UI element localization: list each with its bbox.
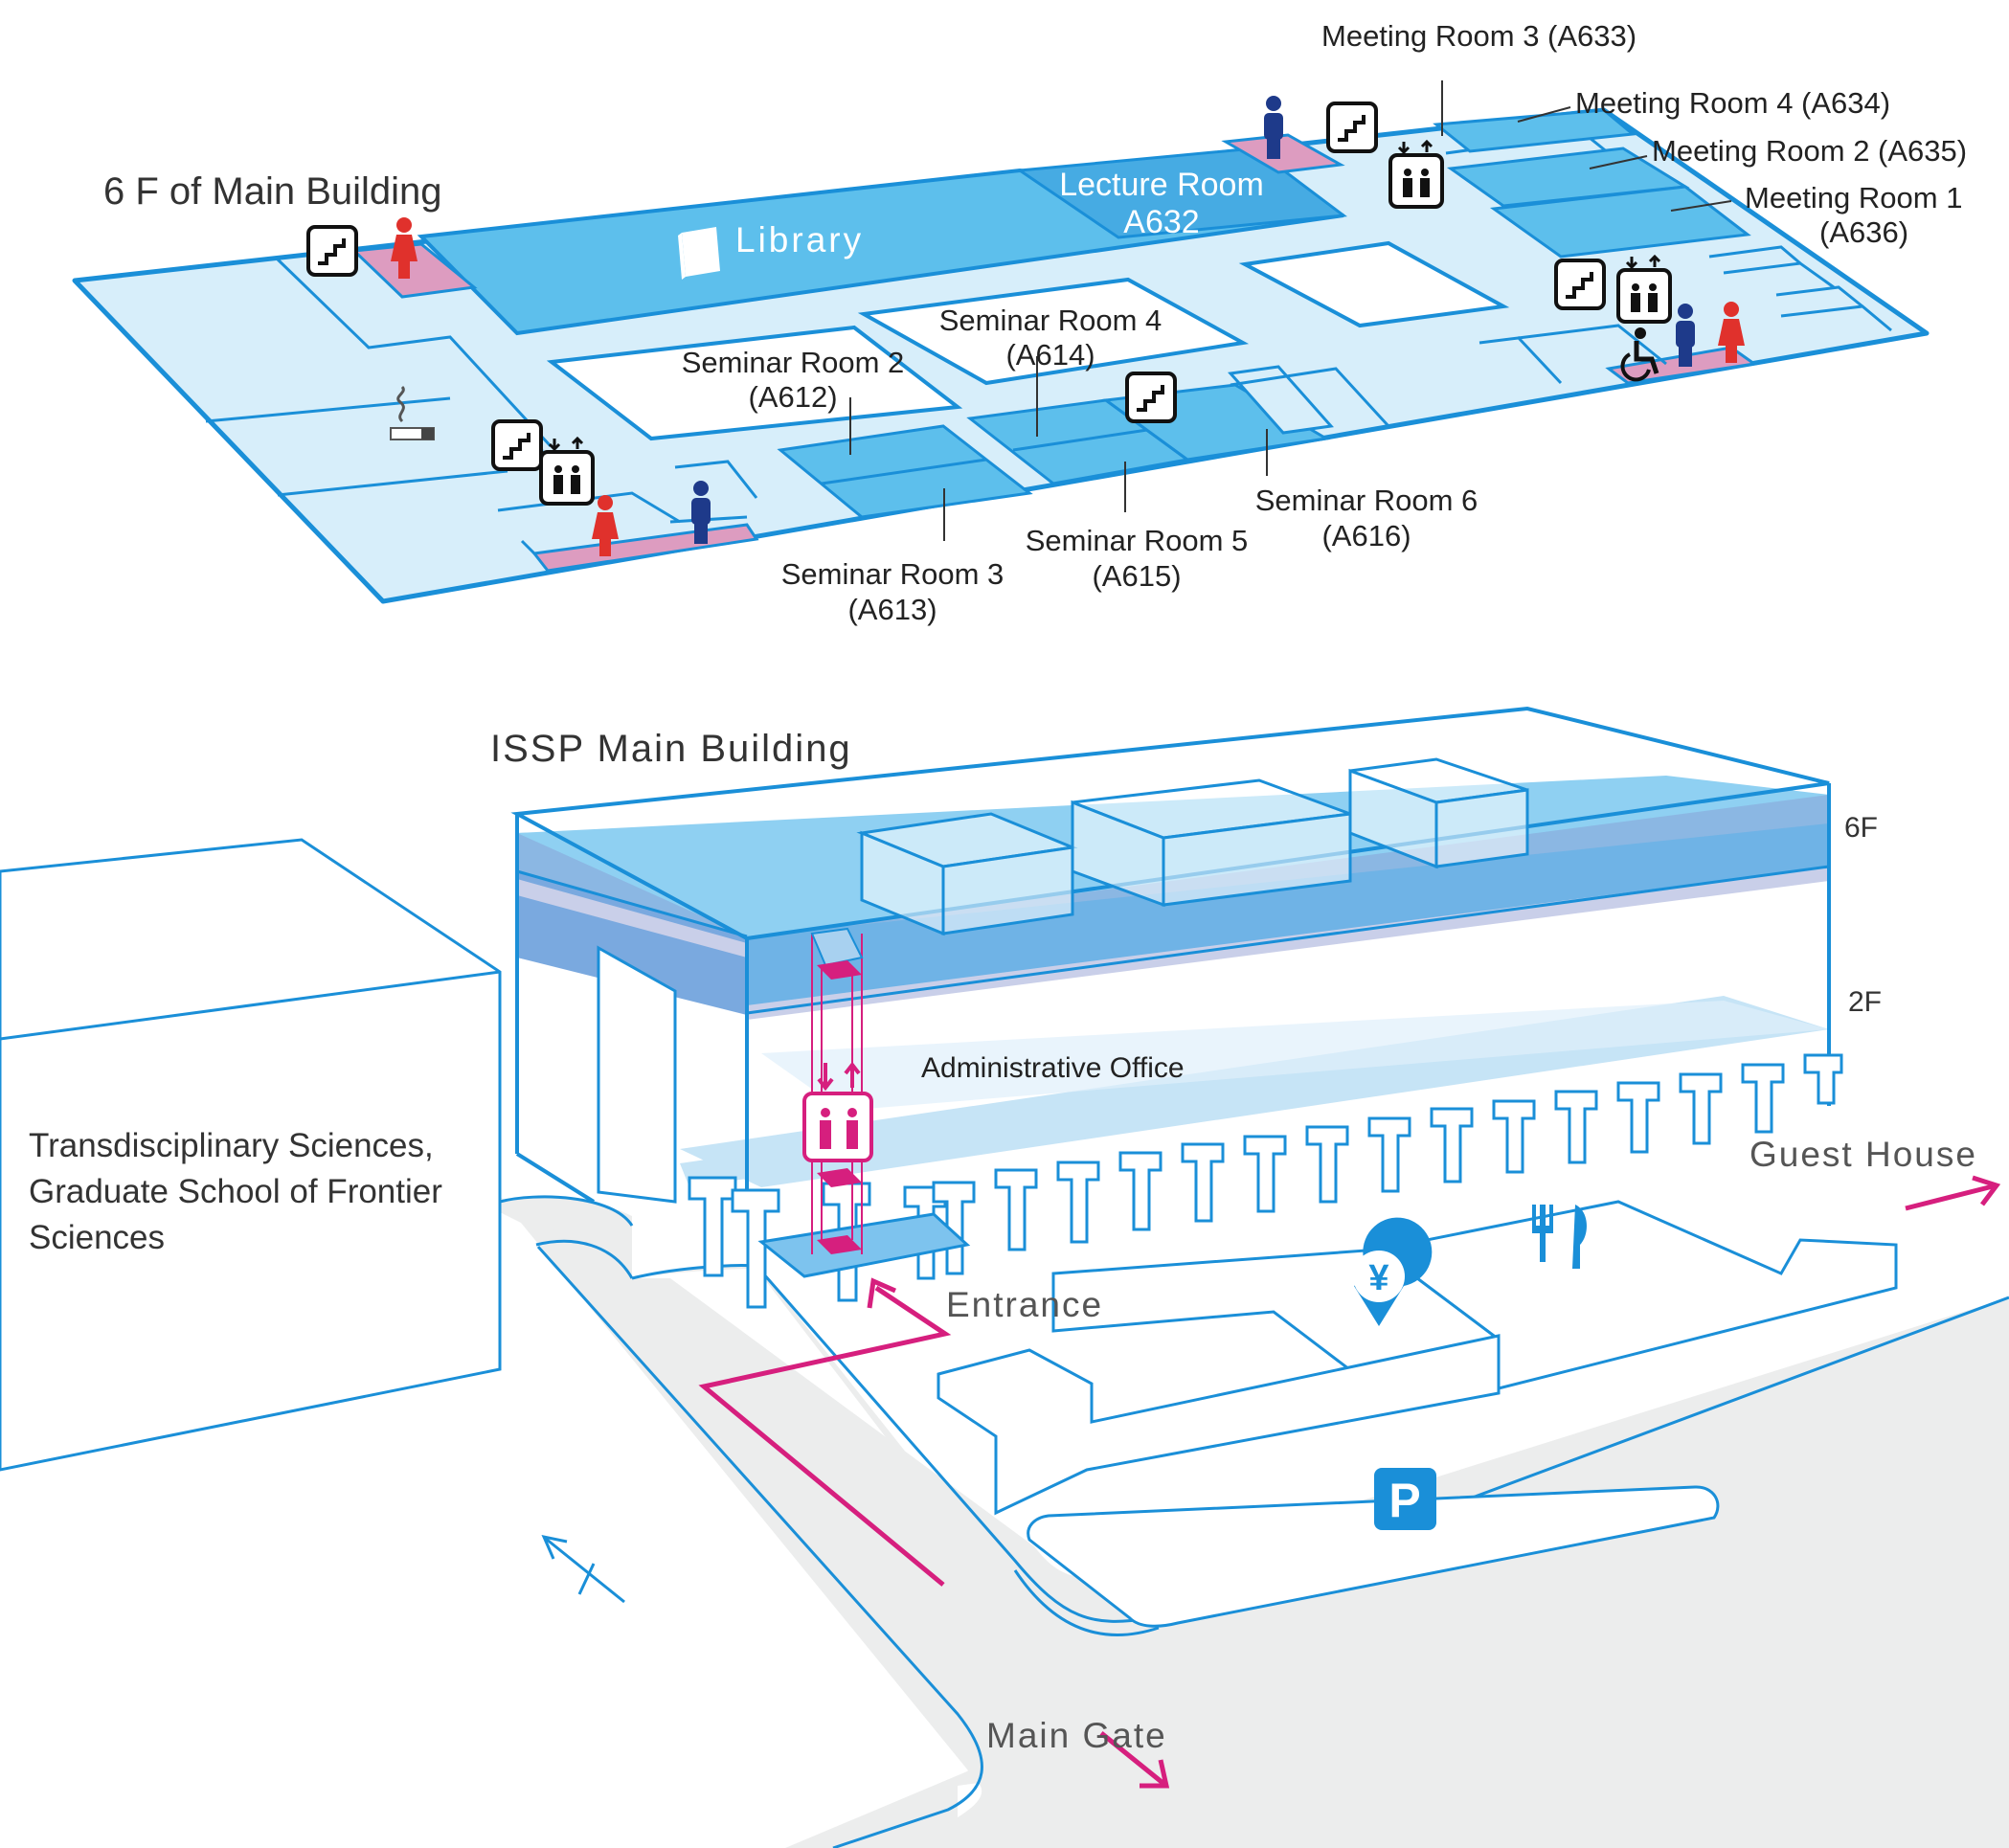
library-label: Library bbox=[735, 220, 864, 259]
main-building: ISSP Main Building 6F 2F Administrative … bbox=[29, 706, 1882, 1309]
stairs-icon bbox=[1554, 259, 1606, 310]
seminar-room-4-number: (A614) bbox=[1005, 338, 1095, 372]
neighbor-label-line1: Transdisciplinary Sciences, bbox=[29, 1127, 434, 1164]
book-icon bbox=[678, 227, 720, 280]
stairs-icon bbox=[491, 419, 543, 471]
seminar-room-5-number: (A615) bbox=[1092, 559, 1181, 593]
roof-boxes bbox=[856, 757, 1529, 936]
courtyard-west bbox=[546, 325, 963, 441]
campus-ground bbox=[479, 1195, 2009, 1848]
male-toilet-icon bbox=[691, 481, 711, 544]
seminar-room-6-number: (A616) bbox=[1321, 519, 1411, 552]
meeting-room-1 bbox=[1489, 185, 1751, 259]
neighbor-label-line3: Sciences bbox=[29, 1219, 165, 1256]
seminar-room-2-label: Seminar Room 2 bbox=[682, 346, 905, 379]
elevator-icon bbox=[802, 1092, 873, 1162]
main-gate-label[interactable]: Main Gate bbox=[986, 1716, 1167, 1755]
courtyard-center bbox=[857, 277, 1250, 386]
seminar-room-4-label: Seminar Room 4 bbox=[939, 304, 1163, 337]
seminar-room-3-label: Seminar Room 3 bbox=[781, 557, 1004, 591]
leader-lines bbox=[849, 80, 1732, 541]
parking-icon-label: P bbox=[1388, 1474, 1420, 1527]
stairs-icon bbox=[1125, 372, 1177, 423]
seminar-room-2-number: (A612) bbox=[748, 380, 837, 414]
courtyard-east bbox=[1238, 240, 1510, 328]
stairs-icon bbox=[306, 225, 358, 277]
male-toilet-icon bbox=[1676, 304, 1695, 367]
elevator-shaft bbox=[802, 927, 873, 1254]
meeting-room-3-label: Meeting Room 3 (A633) bbox=[1321, 19, 1637, 53]
smoking-area-icon bbox=[390, 385, 435, 440]
lecture-room bbox=[1015, 146, 1347, 239]
routes bbox=[698, 1175, 2001, 1789]
admin-office-label: Administrative Office bbox=[921, 1052, 1185, 1084]
floor-2f-label: 2F bbox=[1848, 986, 1882, 1018]
male-toilet-icon bbox=[1264, 96, 1283, 159]
floor-plan-6f: 6 F of Main Building Library Lecture Roo… bbox=[72, 19, 1967, 626]
entrance-label[interactable]: Entrance bbox=[946, 1285, 1103, 1324]
lecture-room-label: Lecture Room bbox=[1059, 167, 1264, 203]
stairs-icon bbox=[1326, 101, 1378, 153]
yen-atm-icon: ¥ bbox=[1353, 1217, 1433, 1326]
floor-6f-label: 6F bbox=[1844, 812, 1878, 844]
parking-icon bbox=[1374, 1468, 1436, 1530]
seminar-room-5-label: Seminar Room 5 bbox=[1026, 524, 1249, 557]
neighbor-building bbox=[0, 838, 502, 1472]
guest-house-label[interactable]: Guest House bbox=[1749, 1135, 1977, 1174]
meeting-room-1-number: (A636) bbox=[1819, 215, 1908, 249]
seminar-room-6-annex bbox=[1228, 365, 1334, 435]
seminar-room-6-label: Seminar Room 6 bbox=[1255, 484, 1479, 517]
meeting-room-4 bbox=[1433, 108, 1637, 153]
building-title: ISSP Main Building bbox=[490, 728, 852, 770]
north-arrow-icon bbox=[541, 1534, 625, 1604]
parking-lot: P bbox=[1027, 1468, 1720, 1628]
neighbor-label-line2: Graduate School of Frontier bbox=[29, 1173, 442, 1210]
floor-plan-title: 6 F of Main Building bbox=[103, 170, 442, 213]
restaurant-icon bbox=[1532, 1205, 1587, 1269]
seminar-room-3-number: (A613) bbox=[847, 593, 937, 626]
meeting-room-4-label: Meeting Room 4 (A634) bbox=[1575, 86, 1890, 120]
lecture-room-number: A632 bbox=[1123, 204, 1199, 240]
yen-symbol: ¥ bbox=[1368, 1258, 1388, 1298]
wheelchair-icon bbox=[1620, 327, 1659, 382]
meeting-room-1-label: Meeting Room 1 bbox=[1745, 181, 1962, 214]
meeting-room-2-label: Meeting Room 2 (A635) bbox=[1652, 134, 1967, 168]
